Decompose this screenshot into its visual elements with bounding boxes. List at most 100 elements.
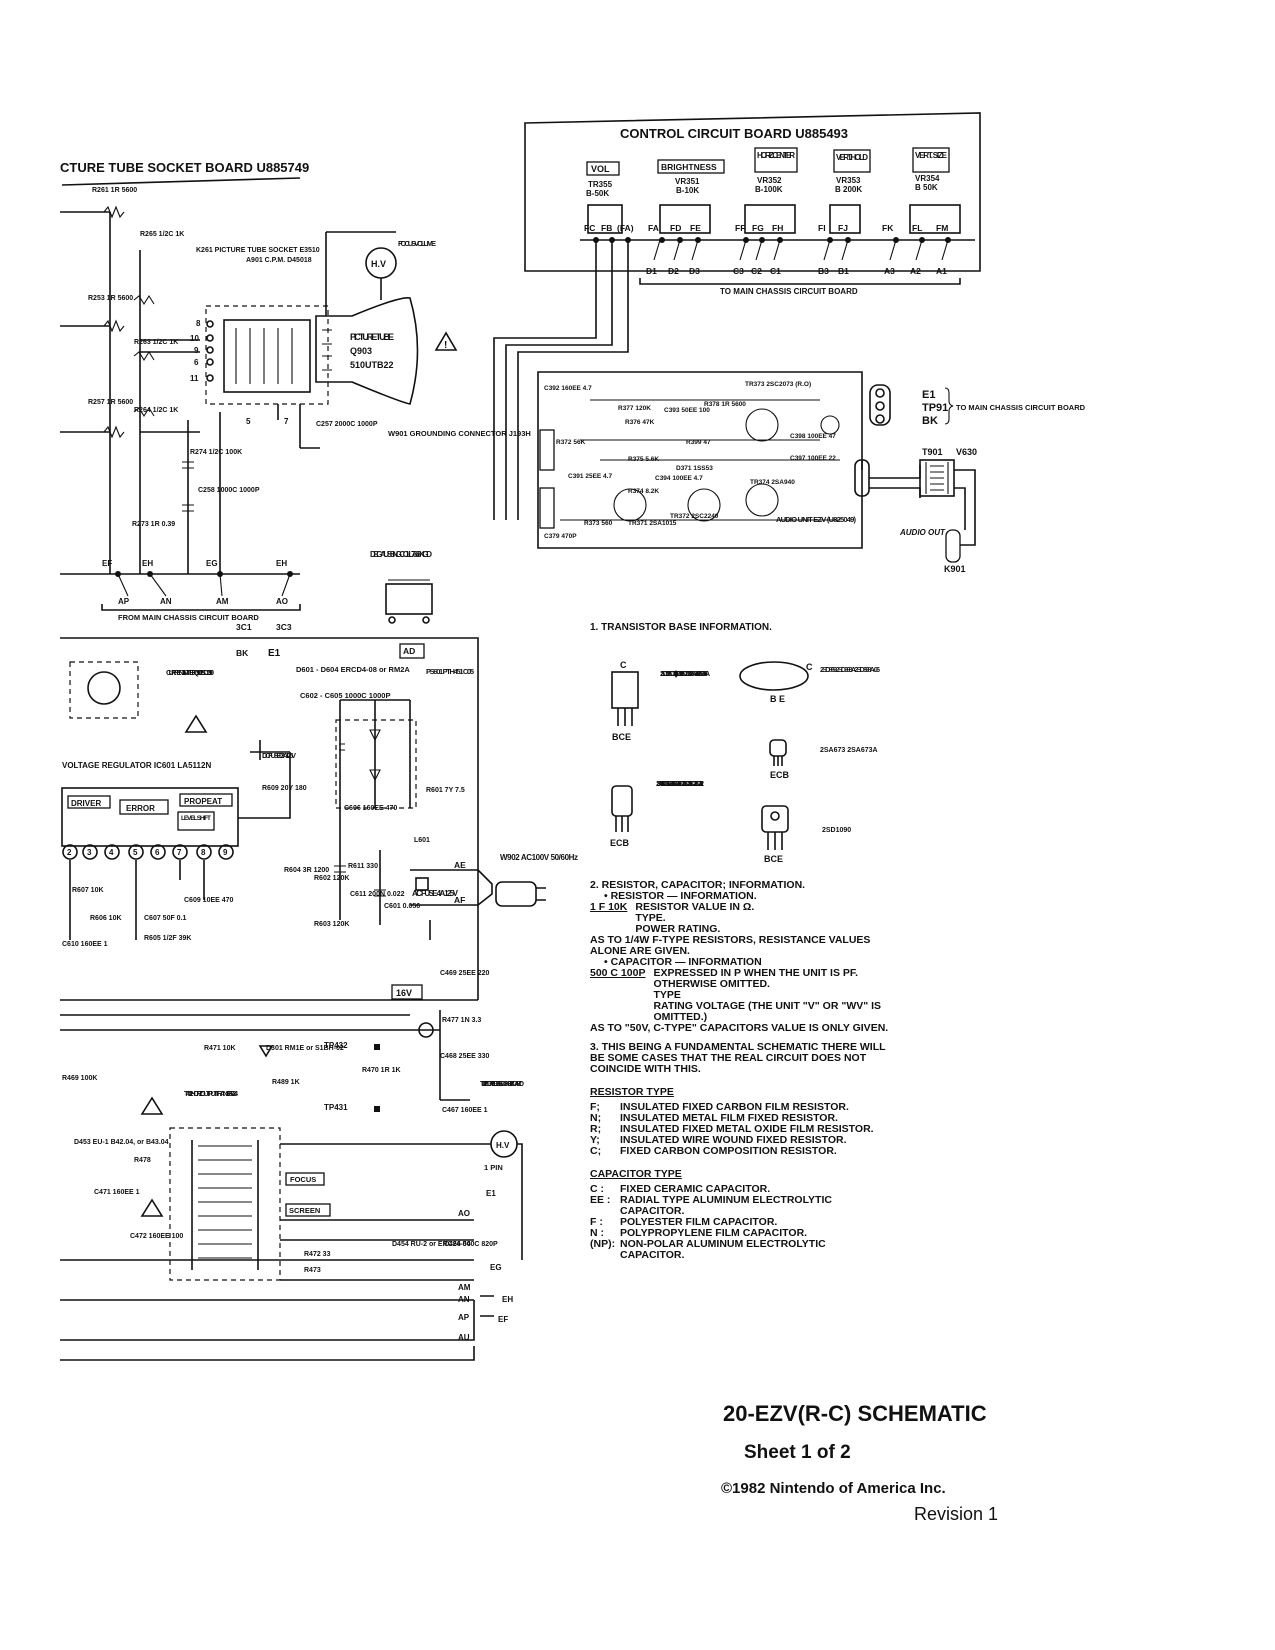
svg-text:EG: EG xyxy=(206,559,218,568)
svg-text:ECB: ECB xyxy=(770,770,790,780)
flyback-transformer: T452 HORIZ. OUTPUT TRANS. F5024 xyxy=(140,1089,281,1281)
svg-text:R373 560: R373 560 xyxy=(584,520,613,527)
svg-text:(FA): (FA) xyxy=(617,223,634,233)
cap-type-value: RADIAL TYPE ALUMINUM ELECTROLYTIC CAPACI… xyxy=(620,1194,832,1217)
to126-package: BCE 2SD1090 xyxy=(761,805,851,864)
svg-text:2SA673 2SA673A: 2SA673 2SA673A xyxy=(820,747,878,754)
svg-text:BCE: BCE xyxy=(764,854,783,864)
svg-text:FD: FD xyxy=(670,223,681,233)
svg-text:PS601 PTH451 C05: PS601 PTH451 C05 xyxy=(426,667,474,676)
svg-text:L601: L601 xyxy=(414,837,430,844)
svg-text:R607 10K: R607 10K xyxy=(72,887,104,894)
svg-text:A3: A3 xyxy=(884,266,895,276)
svg-text:FE: FE xyxy=(690,223,701,233)
note-2-cap-d: AS TO "50V, C-TYPE" CAPACITORS VALUE IS … xyxy=(590,1022,889,1034)
svg-text:5: 5 xyxy=(133,848,138,857)
svg-text:VERT. SIZE: VERT. SIZE xyxy=(915,151,948,160)
svg-text:BK: BK xyxy=(236,648,249,658)
svg-text:AU: AU xyxy=(458,1333,470,1342)
svg-text:R261 1R 5600: R261 1R 5600 xyxy=(92,187,137,194)
res-type-value: INSULATED WIRE WOUND FIXED RESISTOR. xyxy=(620,1134,847,1146)
note-2-res-b: TYPE. xyxy=(635,912,666,924)
svg-text:FH: FH xyxy=(772,223,783,233)
svg-text:Q903: Q903 xyxy=(350,346,372,356)
cap-type-key: EE : xyxy=(590,1194,611,1206)
svg-text:2SD869 2SD993A 2SD898A-06: 2SD869 2SD993A 2SD898A-06 xyxy=(820,667,880,674)
svg-text:EF: EF xyxy=(102,559,112,568)
svg-text:D3: D3 xyxy=(689,266,700,276)
svg-text:B 200K: B 200K xyxy=(835,185,862,194)
note-2-cap-b: TYPE xyxy=(653,989,681,1001)
svg-text:W902 AC100V 50/60Hz: W902 AC100V 50/60Hz xyxy=(500,853,578,862)
svg-text:C601 0.056: C601 0.056 xyxy=(384,903,420,910)
svg-text:C610 160EE 1: C610 160EE 1 xyxy=(62,941,108,948)
svg-text:R377 120K: R377 120K xyxy=(618,405,651,412)
svg-text:LEVEL SHIFT: LEVEL SHIFT xyxy=(181,815,211,822)
svg-text:D2: D2 xyxy=(668,266,679,276)
note-2-cap-a: EXPRESSED IN P WHEN THE UNIT IS PF. OTHE… xyxy=(653,967,859,990)
svg-text:EG: EG xyxy=(490,1263,502,1272)
hv-section: 16V T452 HORIZ. OUTPUT TRANS. F5024 FOCU… xyxy=(60,970,525,1361)
svg-text:R375 5.6K: R375 5.6K xyxy=(628,456,659,463)
resistor-type-heading: RESISTOR TYPE xyxy=(590,1086,674,1098)
svg-text:VOLTAGE REGULATOR IC601 LA5112: VOLTAGE REGULATOR IC601 LA5112N xyxy=(62,761,211,770)
svg-text:R471 10K: R471 10K xyxy=(204,1045,236,1052)
svg-text:R473: R473 xyxy=(304,1267,321,1274)
svg-text:K901: K901 xyxy=(944,564,966,574)
capacitor-type-heading: CAPACITOR TYPE xyxy=(590,1168,682,1180)
svg-text:AUDIO OUT: AUDIO OUT xyxy=(899,528,946,537)
svg-text:R263 1/2C 1K: R263 1/2C 1K xyxy=(134,339,178,346)
svg-text:R469 100K: R469 100K xyxy=(62,1075,97,1082)
svg-text:W901 GROUNDING CONNECTOR J193H: W901 GROUNDING CONNECTOR J193H xyxy=(388,429,531,438)
svg-text:EH: EH xyxy=(142,559,153,568)
svg-text:5: 5 xyxy=(246,417,251,426)
svg-text:PROPEAT: PROPEAT xyxy=(184,797,222,806)
svg-text:SCREEN: SCREEN xyxy=(289,1206,320,1215)
svg-text:D601 - D604 ERCD4-08 or RM2A: D601 - D604 ERCD4-08 or RM2A xyxy=(296,665,410,674)
to220-package: C BCE 2SC1507 2SC1756 (K) 2SD901 2SC2073… xyxy=(611,660,710,742)
transistor-info: 1. TRANSISTOR BASE INFORMATION. C BCE 2S… xyxy=(590,622,880,864)
svg-text:FM: FM xyxy=(936,223,948,233)
note-2-title: 2. RESISTOR, CAPACITOR; INFORMATION. xyxy=(590,879,806,891)
svg-text:H.V: H.V xyxy=(371,259,386,269)
svg-text:AO: AO xyxy=(276,597,288,606)
power-section: DEGAUSSING COIL L7668KGD 3C1 3C3 BK E1 C… xyxy=(60,550,578,1001)
svg-text:C3: C3 xyxy=(733,266,744,276)
svg-text:R374 8.2K: R374 8.2K xyxy=(628,488,659,495)
svg-text:AM: AM xyxy=(216,597,229,606)
svg-text:C467 160EE 1: C467 160EE 1 xyxy=(442,1107,488,1114)
svg-text:TR372 2SC2240: TR372 2SC2240 xyxy=(670,513,719,520)
copyright: ©1982 Nintendo of America Inc. xyxy=(721,1480,946,1497)
control-board-title: CONTROL CIRCUIT BOARD U885493 xyxy=(620,126,848,141)
svg-text:E1: E1 xyxy=(268,648,281,659)
note-2-capacitor-example: 500 C 100P xyxy=(590,967,646,979)
svg-text:BRIGHTNESS: BRIGHTNESS xyxy=(661,162,717,172)
res-type-key: F; xyxy=(590,1101,600,1113)
svg-text:D453 EU-1 B42.04, or B43.04: D453 EU-1 B42.04, or B43.04 xyxy=(74,1139,169,1146)
ac-input: AC FUSE 4A 125V W902 AC100V 50/60Hz AE A… xyxy=(410,853,578,907)
svg-text:4: 4 xyxy=(109,848,114,857)
cap-type-key: N : xyxy=(590,1227,604,1239)
sheet-label: Sheet 1 of 2 xyxy=(744,1442,851,1463)
svg-text:VR352: VR352 xyxy=(757,176,782,185)
svg-text:C607 50F 0.1: C607 50F 0.1 xyxy=(144,915,187,922)
svg-text:D371 1SS53: D371 1SS53 xyxy=(676,465,713,472)
svg-text:7: 7 xyxy=(177,848,182,857)
control-vol: VOL TR355 B-50K xyxy=(586,161,620,198)
svg-text:D454 RU-2 or ERC24-04: D454 RU-2 or ERC24-04 xyxy=(392,1241,471,1248)
svg-text:R604 3R 1200: R604 3R 1200 xyxy=(284,867,329,874)
svg-text:R472 33: R472 33 xyxy=(304,1251,331,1258)
svg-text:R605 1/2F 39K: R605 1/2F 39K xyxy=(144,935,191,942)
notes-panel: 2. RESISTOR, CAPACITOR; INFORMATION. • R… xyxy=(590,880,890,1261)
res-type-key: C; xyxy=(590,1145,602,1157)
svg-text:R611 330: R611 330 xyxy=(348,863,378,870)
svg-text:FB: FB xyxy=(601,223,612,233)
svg-text:1 PIN: 1 PIN xyxy=(484,1163,503,1172)
svg-text:ERROR: ERROR xyxy=(126,804,155,813)
svg-text:D1: D1 xyxy=(646,266,657,276)
note-2-res-d: AS TO 1/4W F-TYPE RESISTORS, RESISTANCE … xyxy=(590,934,871,957)
svg-text:R376 47K: R376 47K xyxy=(625,419,655,426)
note-2-capacitor: • CAPACITOR — INFORMATION xyxy=(604,956,762,968)
svg-text:6: 6 xyxy=(194,358,199,367)
svg-text:K261 PICTURE TUBE SOCKET E3510: K261 PICTURE TUBE SOCKET E3510 xyxy=(196,247,320,254)
